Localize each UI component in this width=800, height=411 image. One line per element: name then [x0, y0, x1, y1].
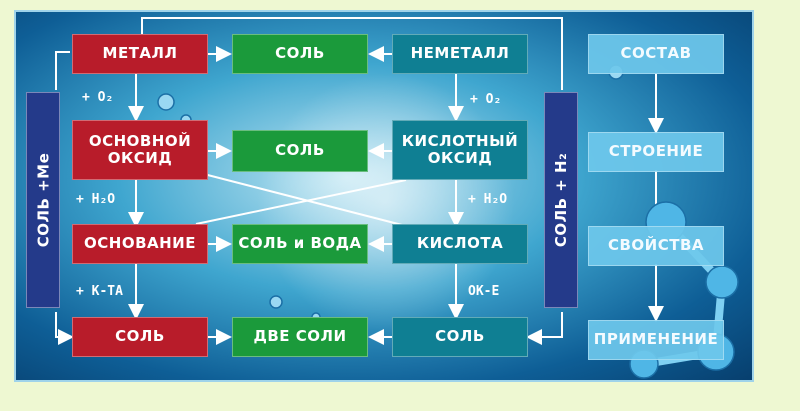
metal-box: МЕТАЛЛ [72, 34, 208, 74]
side-bar-salt-metal-label: СОЛЬ +Ме [34, 152, 53, 248]
salt-box-1: СОЛЬ [232, 34, 368, 74]
label-plus-h2o-left: + H₂O [76, 192, 116, 207]
acidic-oxide-box: КИСЛОТНЫЙ ОКСИД [392, 120, 528, 180]
label-plus-h2o-right: + H₂O [468, 192, 508, 207]
basic-oxide-box: ОСНОВНОЙ ОКСИД [72, 120, 208, 180]
label-plus-o2-right: + O₂ [470, 92, 502, 107]
label-ok-e: ОК-Е [468, 284, 500, 299]
salt-box-right: СОЛЬ [392, 317, 528, 357]
application-box: ПРИМЕНЕНИЕ [588, 320, 724, 360]
properties-box: СВОЙСТВА [588, 226, 724, 266]
nonmetal-box: НЕМЕТАЛЛ [392, 34, 528, 74]
diagram-panel: МЕТАЛЛ ОСНОВНОЙ ОКСИД ОСНОВАНИЕ СОЛЬ СОЛ… [14, 10, 754, 382]
label-plus-acid: + К-ТА [76, 284, 123, 299]
base-box: ОСНОВАНИЕ [72, 224, 208, 264]
salt-box-left: СОЛЬ [72, 317, 208, 357]
side-bar-salt-hydrogen: СОЛЬ + Н₂ [544, 92, 578, 308]
two-salts-box: ДВЕ СОЛИ [232, 317, 368, 357]
acid-box: КИСЛОТА [392, 224, 528, 264]
salt-box-2: СОЛЬ [232, 130, 368, 172]
salt-and-water-box: СОЛЬ и ВОДА [232, 224, 368, 264]
structure-box: СТРОЕНИЕ [588, 132, 724, 172]
composition-box: СОСТАВ [588, 34, 724, 74]
cross-line-base-oxide [195, 179, 407, 225]
cross-line-oxide-acid [195, 171, 407, 227]
side-bar-salt-metal: СОЛЬ +Ме [26, 92, 60, 308]
side-bar-salt-hydrogen-label: СОЛЬ + Н₂ [552, 152, 571, 248]
label-plus-o2-left: + O₂ [82, 90, 114, 105]
